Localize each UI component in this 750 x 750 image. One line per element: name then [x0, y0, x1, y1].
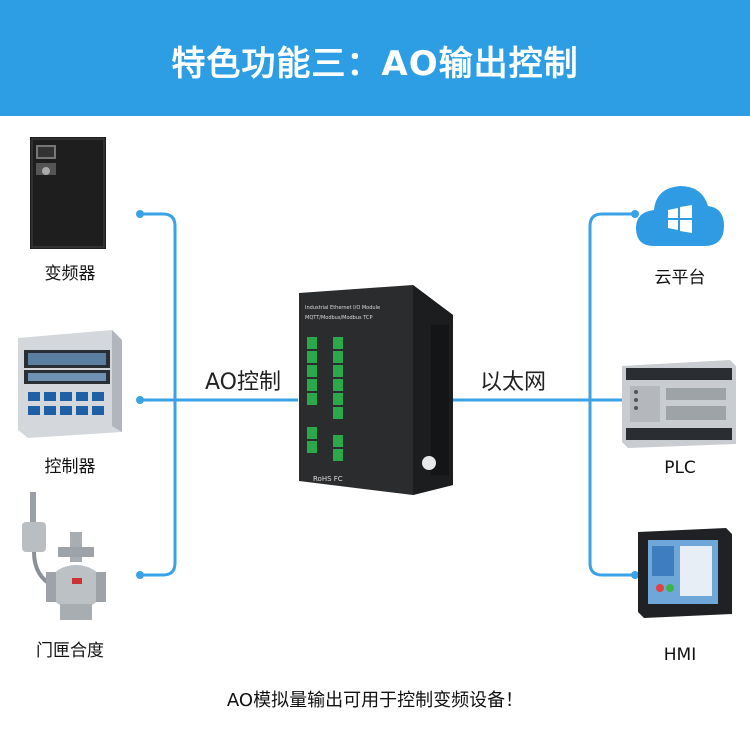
cloud-icon: [636, 186, 724, 246]
hmi-image: [638, 528, 732, 618]
right-bracket-line: [588, 212, 635, 577]
io-module-image: Industrial Ethernet I/O Module MQTT/Modb…: [299, 285, 453, 495]
left-bracket-line: [140, 212, 177, 577]
plc-image: [622, 360, 736, 448]
module-text-2: MQTT/Modbus/Modbus TCP: [305, 315, 373, 321]
valve-image: [22, 492, 106, 620]
device-label-valve: 门匣合度: [36, 641, 104, 661]
device-label-inverter: 变频器: [44, 264, 96, 284]
device-label-hmi: HMI: [663, 645, 697, 665]
ethernet-label: 以太网: [480, 370, 547, 395]
ao-control-label: AO控制: [205, 370, 281, 395]
footnote-text: AO模拟量输出可用于控制变频设备！: [226, 690, 524, 711]
device-label-plc: PLC: [664, 458, 696, 478]
banner-title: 特色功能三：AO输出控制: [171, 44, 579, 84]
header-banner: 特色功能三：AO输出控制: [0, 0, 750, 116]
inverter-image: [30, 137, 106, 249]
module-certification-marks: RoHS FC: [313, 475, 343, 483]
module-text-1: Industrial Ethernet I/O Module: [305, 305, 380, 311]
device-label-controller: 控制器: [44, 457, 96, 477]
device-label-cloud: 云平台: [654, 268, 706, 288]
controller-image: [18, 330, 122, 438]
